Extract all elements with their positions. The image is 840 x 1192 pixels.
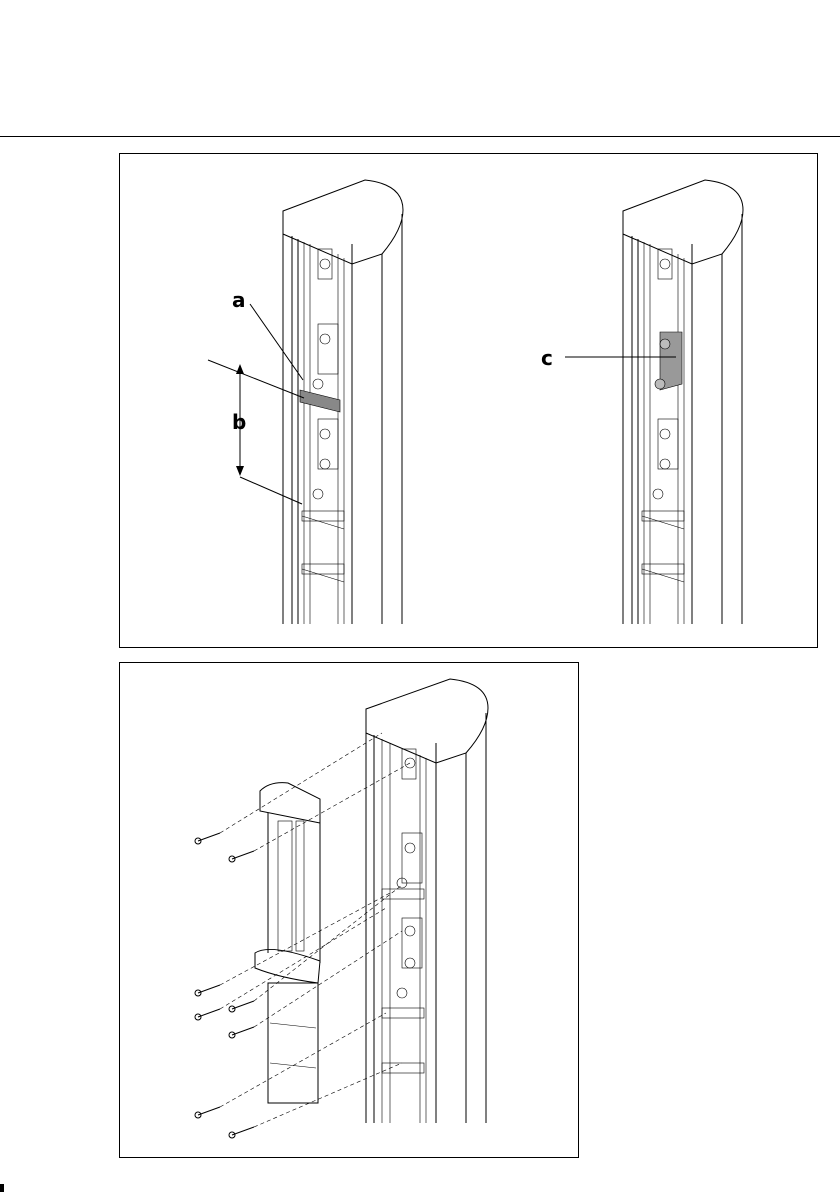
right-pillar <box>565 180 743 624</box>
top-illustration-panel: a b <box>119 153 818 648</box>
callout-a: a <box>232 288 246 312</box>
callout-b: b <box>232 410 246 434</box>
callout-c: c <box>541 346 553 370</box>
left-pillar <box>208 180 403 624</box>
header-rule <box>0 136 840 137</box>
pillar-callout-diagram: a b <box>120 154 819 649</box>
pillar-rear <box>366 679 488 1123</box>
mounting-exploded-diagram <box>120 663 580 1159</box>
screws <box>195 833 254 1138</box>
page-edge-mark <box>0 1184 4 1192</box>
bottom-illustration-panel <box>119 662 579 1158</box>
lamp-unit <box>255 783 320 1103</box>
